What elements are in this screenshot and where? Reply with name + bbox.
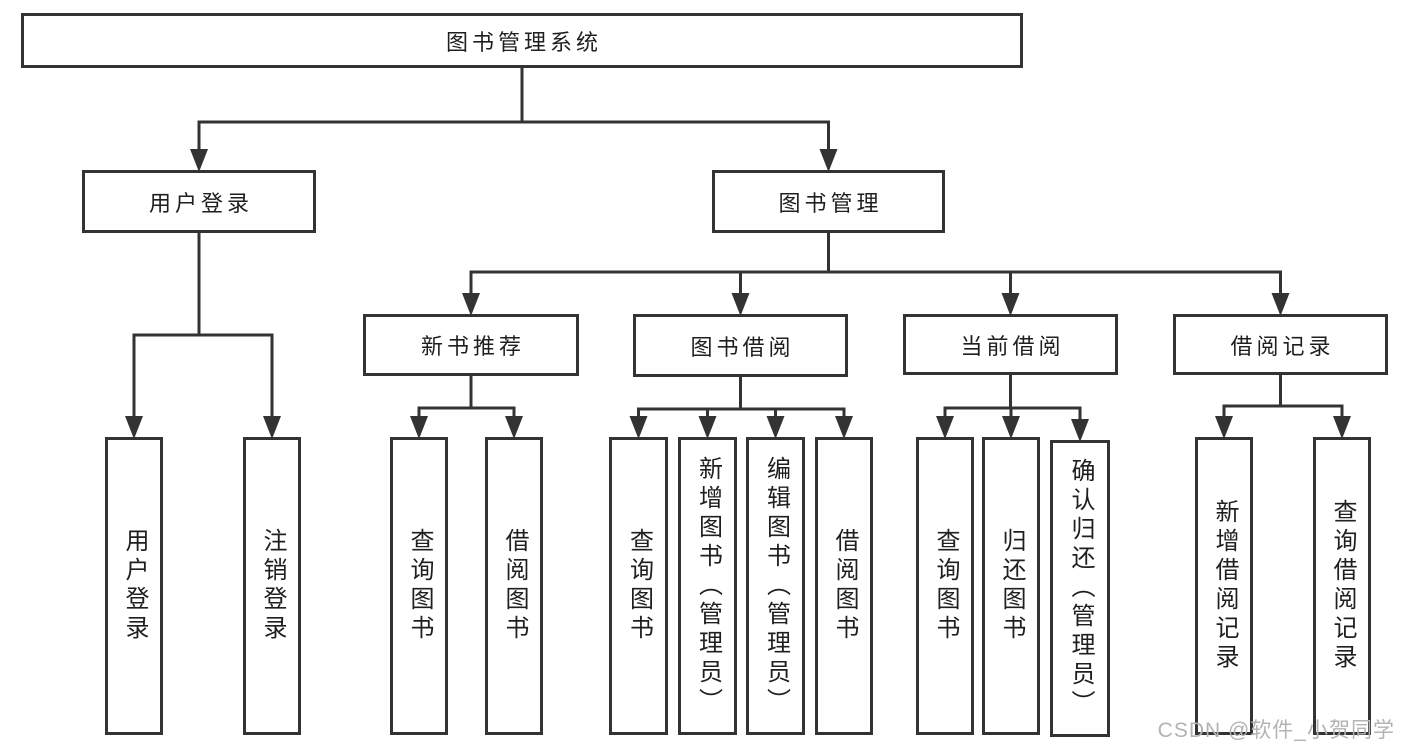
node-label: 借阅图书 (501, 528, 528, 644)
node-label: 编辑图书（管理员） (762, 455, 790, 717)
node-label: 图书管理系统 (445, 29, 602, 55)
node-book-borrow: 图书借阅 (633, 314, 848, 377)
node-bb-edit: 编辑图书（管理员） (746, 437, 805, 735)
node-bb-add: 新增图书（管理员） (678, 437, 737, 735)
node-label: 注销登录 (259, 528, 286, 644)
node-new-book-rec: 新书推荐 (363, 314, 579, 376)
node-label: 新增图书（管理员） (694, 455, 722, 717)
node-cb-return: 归还图书 (982, 437, 1040, 735)
edge-root (190, 66, 838, 172)
node-bb-borrow: 借阅图书 (815, 437, 873, 735)
node-cb-confirm: 确认归还（管理员） (1050, 440, 1110, 737)
node-nbr-borrow: 借阅图书 (485, 437, 543, 735)
node-label: 查询图书 (932, 528, 959, 644)
node-book-mgmt: 图书管理 (712, 170, 945, 233)
edge-user-login (125, 231, 281, 439)
edge-current-borrow (936, 373, 1089, 442)
node-label: 新书推荐 (420, 334, 525, 359)
edge-borrow-records (1215, 373, 1351, 439)
node-label: 图书管理 (778, 190, 883, 216)
node-cb-query: 查询图书 (916, 437, 974, 735)
node-label: 查询图书 (625, 528, 653, 644)
node-borrow-records: 借阅记录 (1173, 314, 1388, 375)
node-br-add: 新增借阅记录 (1195, 437, 1253, 735)
watermark: CSDN @软件_小贺同学 (1157, 719, 1395, 742)
node-label: 借阅记录 (1230, 333, 1335, 359)
node-label: 用户登录 (148, 190, 253, 216)
node-label: 用户登录 (121, 528, 148, 644)
node-root: 图书管理系统 (21, 13, 1023, 68)
node-label: 借阅图书 (831, 528, 858, 644)
node-label: 确认归还（管理员） (1067, 458, 1094, 719)
node-label: 当前借阅 (960, 333, 1065, 359)
node-current-borrow: 当前借阅 (903, 314, 1118, 375)
edge-book-mgmt (462, 231, 1290, 316)
node-logout: 注销登录 (243, 437, 301, 735)
edge-book-borrow (629, 375, 853, 439)
node-br-query: 查询借阅记录 (1313, 437, 1371, 735)
edge-new-book-rec (410, 374, 523, 439)
node-label: 归还图书 (998, 528, 1025, 644)
node-label: 查询借阅记录 (1329, 499, 1356, 673)
node-login: 用户登录 (105, 437, 163, 735)
node-nbr-query: 查询图书 (390, 437, 448, 735)
node-bb-query: 查询图书 (609, 437, 668, 735)
node-user-login: 用户登录 (82, 170, 316, 233)
node-label: 新增借阅记录 (1211, 499, 1238, 673)
node-label: 图书借阅 (690, 334, 795, 360)
node-label: 查询图书 (406, 528, 433, 644)
